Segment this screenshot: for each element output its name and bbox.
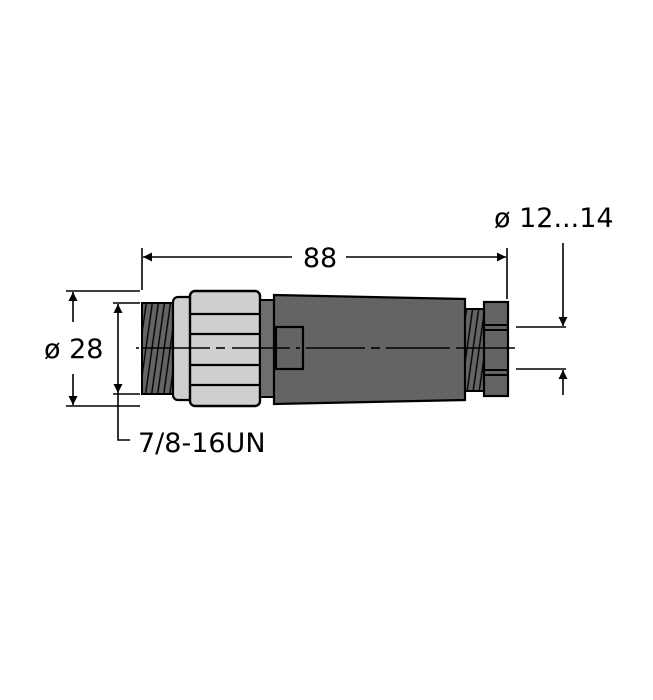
outer-diameter-dimension: ø 28 — [44, 290, 140, 407]
length-label: 88 — [303, 243, 337, 274]
cable-gland-thread — [464, 308, 486, 392]
housing-body — [272, 293, 467, 406]
length-dimension: 88 — [141, 243, 508, 299]
cable-diameter-dimension: ø 12...14 — [494, 203, 614, 395]
knurled-coupling-nut — [188, 289, 262, 408]
thread-label: 7/8-16UN — [138, 428, 266, 459]
outer-diameter-label: ø 28 — [44, 334, 103, 365]
cable-diameter-label: ø 12...14 — [494, 203, 614, 234]
thread-dimension: 7/8-16UN — [113, 302, 266, 459]
cable-gland-nut — [482, 300, 510, 398]
